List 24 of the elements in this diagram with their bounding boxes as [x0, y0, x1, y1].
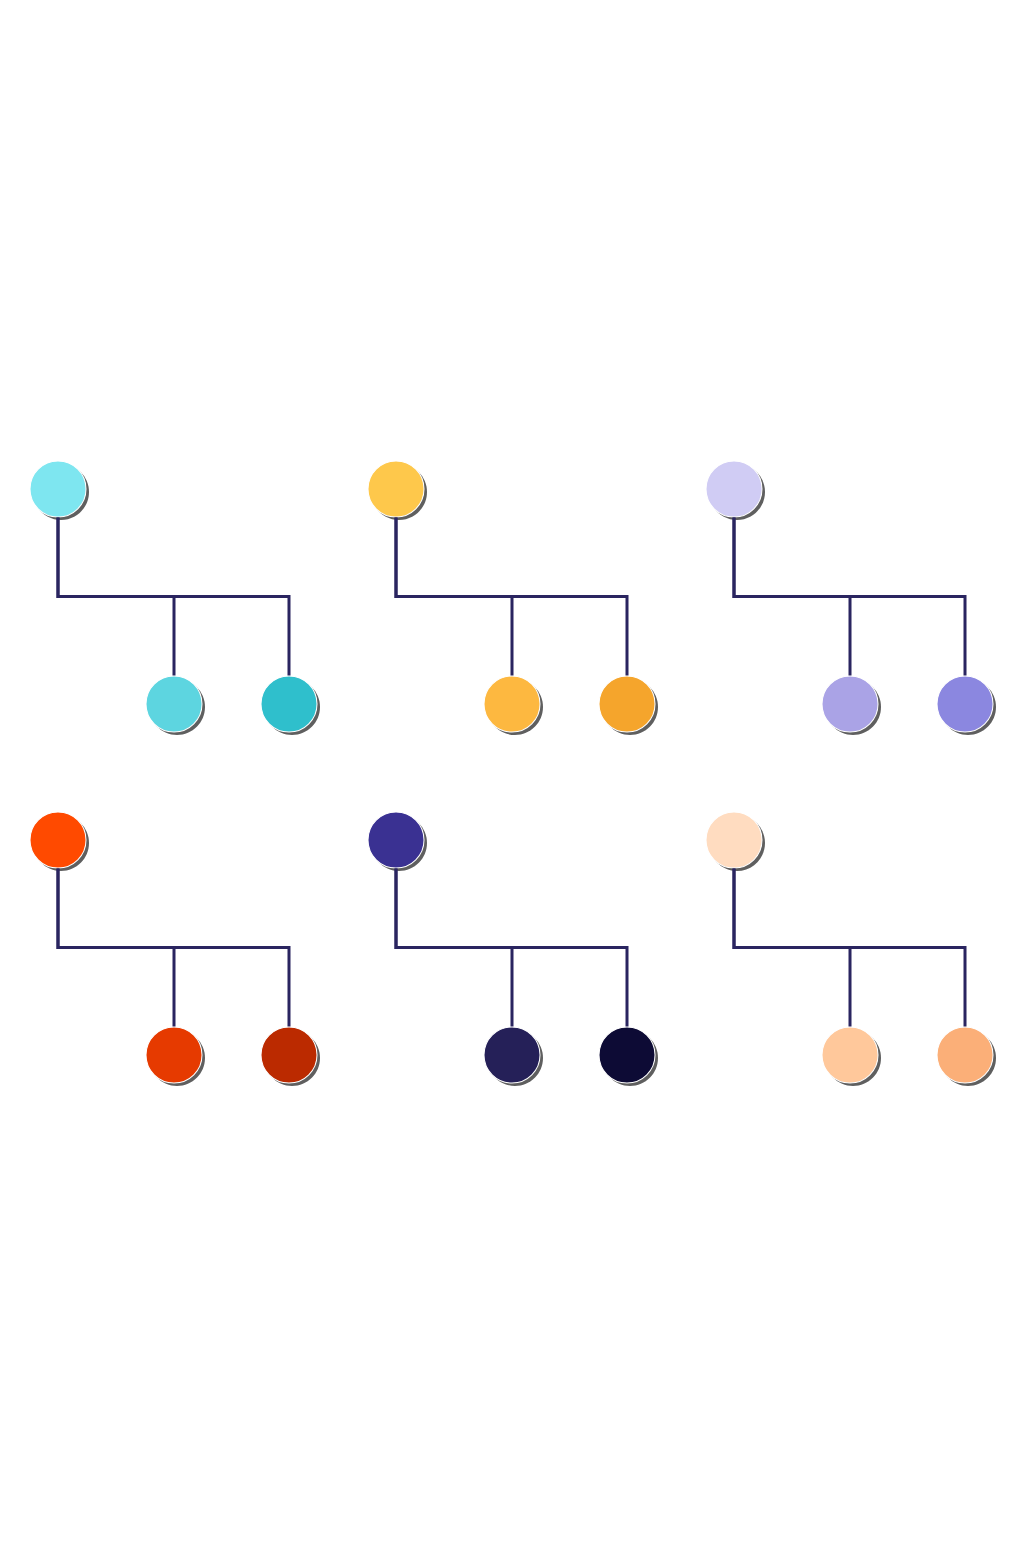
connector-line	[56, 517, 291, 676]
circle	[145, 675, 205, 735]
circle	[705, 811, 765, 871]
circle	[936, 675, 996, 735]
connector-line	[394, 868, 629, 1027]
connector-line	[732, 517, 967, 676]
connector-line	[732, 868, 967, 1027]
circle	[367, 460, 427, 520]
circle	[705, 460, 765, 520]
circle	[260, 675, 320, 735]
circle	[821, 675, 881, 735]
circle	[29, 460, 89, 520]
connector-line	[394, 517, 629, 676]
circle	[367, 811, 427, 871]
circle	[598, 1026, 658, 1086]
circle	[821, 1026, 881, 1086]
circle	[936, 1026, 996, 1086]
connector-line	[56, 868, 291, 1027]
circle	[260, 1026, 320, 1086]
circle	[29, 811, 89, 871]
circle	[483, 1026, 543, 1086]
circle	[145, 1026, 205, 1086]
circle	[598, 675, 658, 735]
circle	[483, 675, 543, 735]
